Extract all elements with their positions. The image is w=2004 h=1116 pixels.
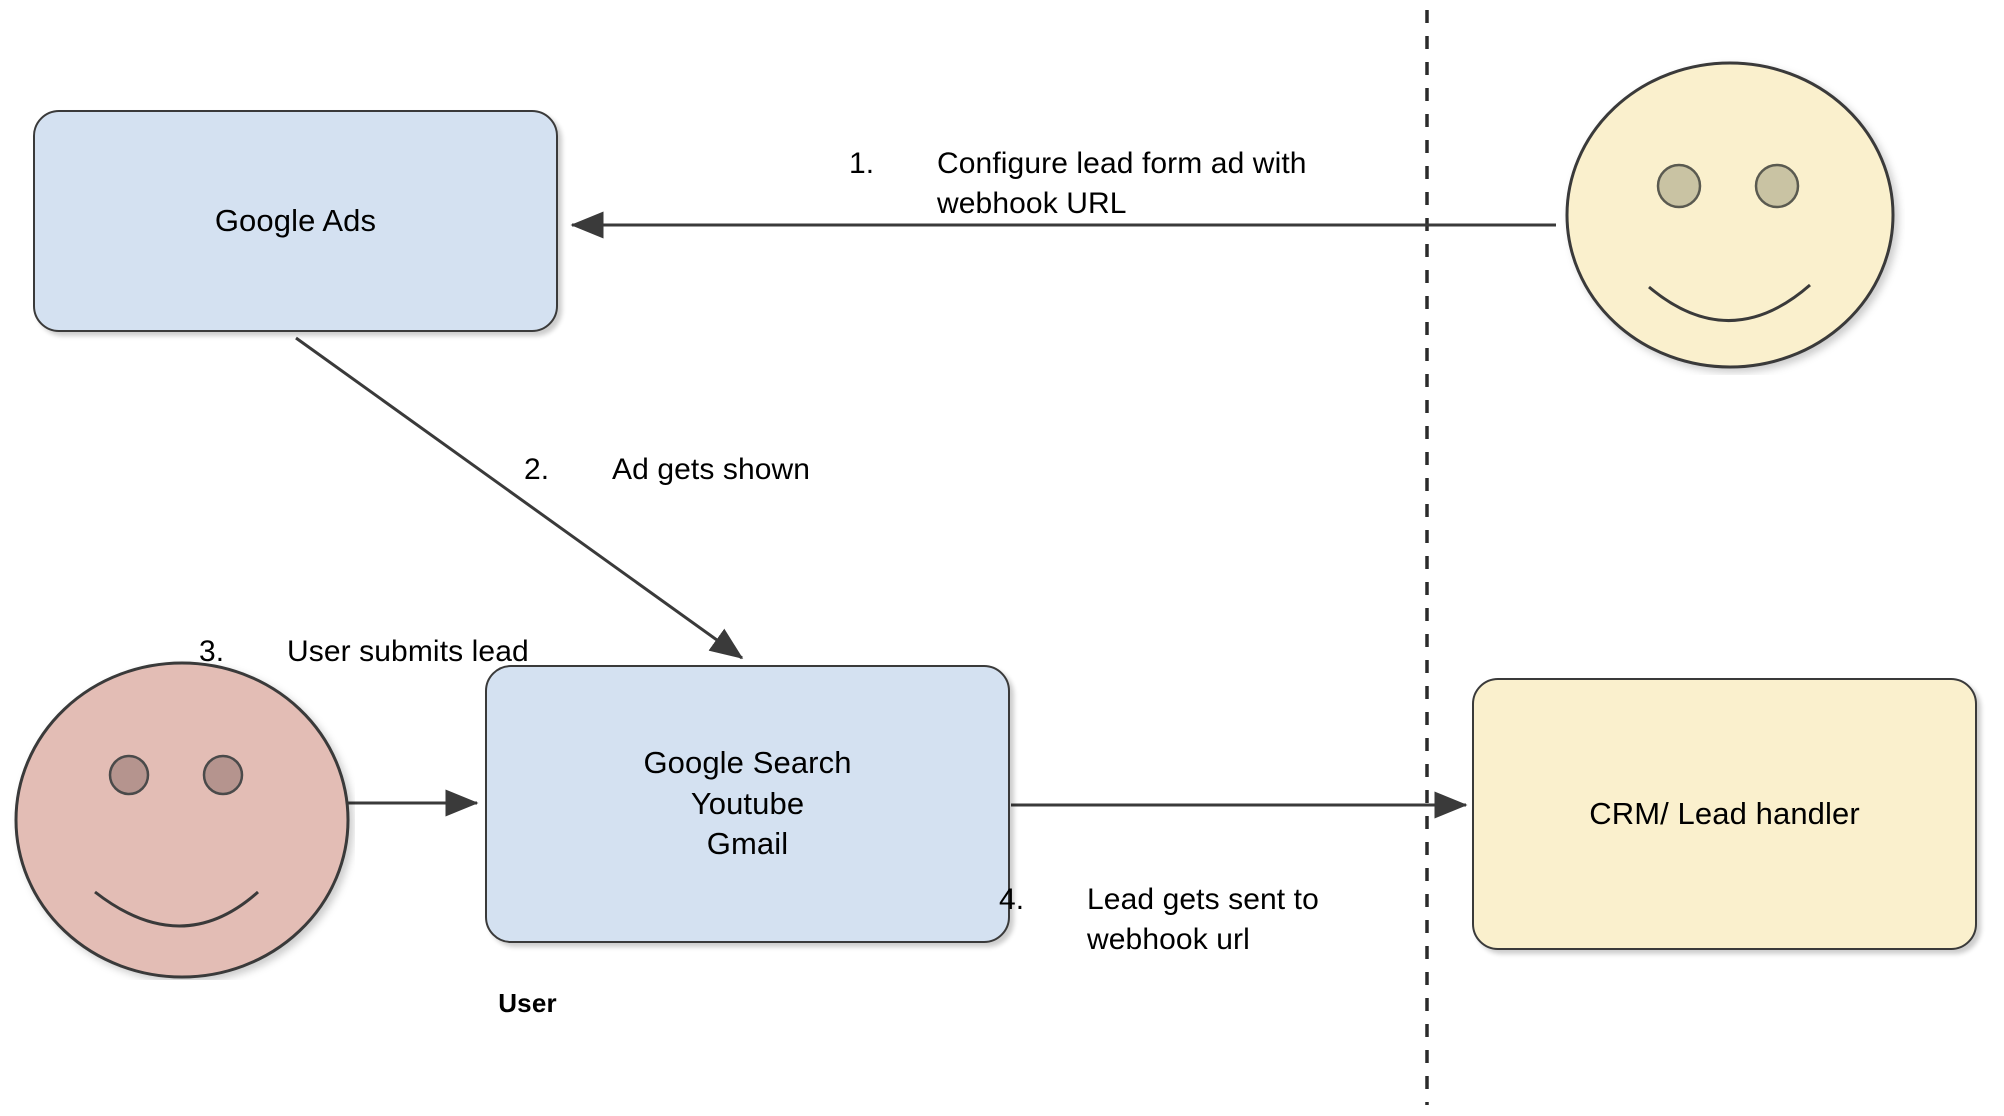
edge-label-3-text: User submits lead	[287, 634, 529, 668]
user-right-eye	[202, 754, 244, 796]
edge-label-1-text: Configure lead form ad with webhook URL	[937, 146, 1307, 220]
node-user[interactable]: User	[10, 660, 557, 1018]
node-google-properties-label: Google Search Youtube Gmail	[643, 744, 852, 862]
edge-label-2: 2. Ad gets shown	[524, 410, 988, 530]
advertiser-smile	[1648, 283, 1811, 322]
edge-label-2-number: 2.	[524, 452, 550, 486]
edge-label-4: 4. Lead gets sent to webhook url	[999, 840, 1423, 1000]
node-advertiser-label: Advertiser	[1905, 383, 2004, 414]
node-user-label: User	[498, 988, 557, 1018]
edge-label-1-number: 1.	[849, 146, 875, 180]
user-smile	[94, 890, 259, 928]
advertiser-left-eye	[1656, 163, 1702, 209]
node-google-ads[interactable]: Google Ads	[33, 110, 558, 332]
advertiser-smiley-face-icon	[1565, 61, 1895, 369]
node-google-ads-label: Google Ads	[214, 202, 377, 238]
edge-label-4-number: 4.	[999, 882, 1025, 916]
edge-label-1: 1. Configure lead form ad with webhook UR…	[849, 104, 1333, 264]
node-crm-lead-handler[interactable]: CRM/ Lead handler	[1472, 678, 1977, 950]
advertiser-right-eye	[1754, 163, 1800, 209]
user-smiley-face-icon	[14, 661, 350, 979]
node-google-properties[interactable]: Google Search Youtube Gmail	[485, 665, 1010, 943]
edge-label-2-text: Ad gets shown	[612, 452, 811, 486]
edge-label-3-number: 3.	[199, 634, 225, 668]
node-crm-lead-handler-label: CRM/ Lead handler	[1589, 795, 1860, 831]
edge-label-4-text: Lead gets sent to webhook url	[1087, 882, 1319, 956]
user-left-eye	[108, 754, 150, 796]
edge-label-3: 3. User submits lead	[199, 592, 663, 712]
node-advertiser[interactable]: Advertiser	[1560, 55, 1905, 375]
